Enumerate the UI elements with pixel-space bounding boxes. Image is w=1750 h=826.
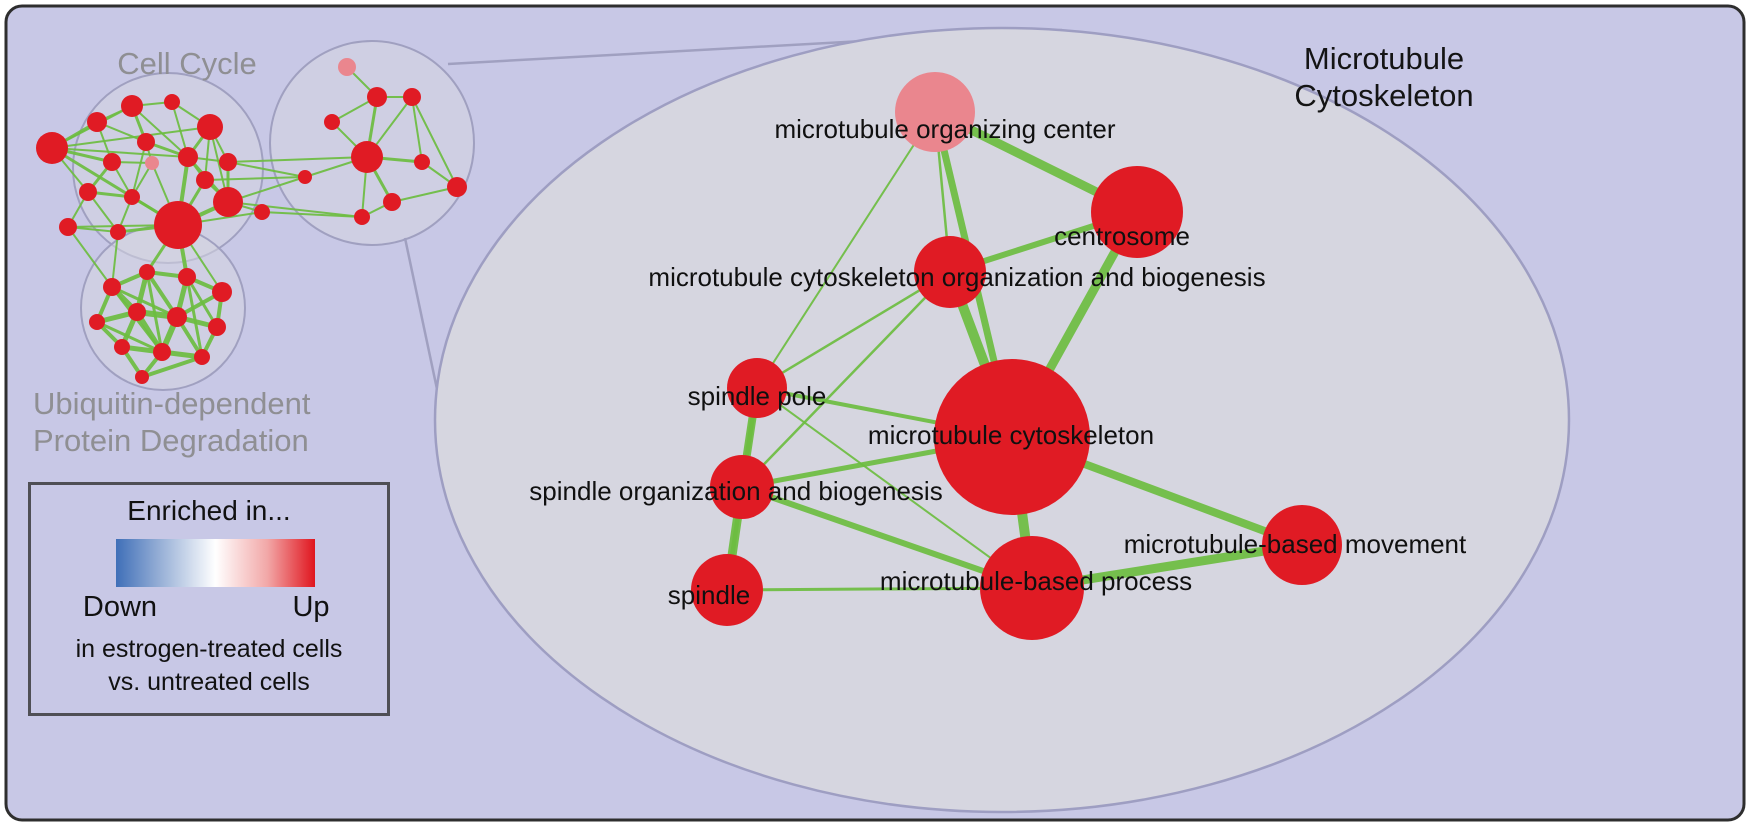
network-node (137, 133, 155, 151)
network-edge (51, 126, 211, 149)
legend-down-label: Down (82, 591, 158, 623)
network-node (219, 153, 237, 171)
network-node (153, 343, 171, 361)
zoom-network: microtubule organizing center centrosome m… (529, 72, 1467, 640)
cluster-label-microtubule: Microtubule Cytoskeleton (1294, 40, 1473, 114)
network-edge (391, 186, 458, 203)
network-node (178, 268, 196, 286)
network-node (914, 236, 986, 308)
network-node (124, 189, 140, 205)
network-node (354, 209, 370, 225)
network-node (934, 359, 1090, 515)
network-node (1091, 166, 1183, 258)
network-node (164, 94, 180, 110)
node-label: microtubule cytoskeleton (868, 420, 1154, 450)
network-edge (411, 96, 458, 188)
legend-up-label: Up (292, 591, 330, 623)
network-edge (261, 211, 363, 218)
cluster-label-ubiquitin: Ubiquitin-dependent Protein Degradation (33, 385, 311, 459)
network-edge (67, 226, 113, 288)
network-node (213, 187, 243, 217)
cluster-label-ubiquitin-line2: Protein Degradation (33, 423, 309, 458)
legend-caption-line1: in estrogen-treated cells (75, 635, 343, 663)
network-node (403, 88, 421, 106)
network-node (710, 455, 774, 519)
network-node (110, 224, 126, 240)
node-label: microtubule cytoskeleton organization an… (648, 262, 1265, 292)
network-node (103, 278, 121, 296)
network-edge (110, 285, 179, 319)
node-label: spindle pole (688, 381, 827, 411)
network-edge (140, 355, 204, 379)
node-label: centrosome (1054, 221, 1190, 251)
legend-box: Enriched in... Down Up in estrogen-treat… (28, 482, 390, 716)
network-node (128, 303, 146, 321)
network-node (212, 282, 232, 302)
network-node (103, 153, 121, 171)
network-node (895, 72, 975, 152)
node-label: spindle (668, 580, 750, 610)
overview-network (36, 58, 467, 384)
network-edge (756, 387, 1033, 589)
network-node (727, 358, 787, 418)
network-node (36, 132, 68, 164)
network-edge (111, 231, 119, 288)
network-node (197, 114, 223, 140)
network-node (59, 218, 77, 236)
network-edge (227, 156, 368, 163)
network-edge (227, 161, 306, 178)
network-node (135, 370, 149, 384)
network-node (324, 114, 340, 130)
network-node (691, 554, 763, 626)
network-edge (204, 176, 306, 181)
node-label: microtubule-based process (880, 566, 1192, 596)
cluster-label-cell-cycle: Cell Cycle (117, 46, 257, 81)
network-node (154, 201, 202, 249)
network-edge (95, 320, 164, 354)
node-label: microtubule-based movement (1124, 529, 1467, 559)
network-node (145, 156, 159, 170)
network-edge (131, 141, 147, 198)
legend-gradient (116, 539, 315, 587)
network-node (338, 58, 356, 76)
network-edge (131, 105, 189, 158)
network-node (447, 177, 467, 197)
network-node (89, 314, 105, 330)
network-node (167, 307, 187, 327)
legend-title: Enriched in... (127, 495, 291, 526)
legend-caption-line2: vs. untreated cells (108, 668, 310, 696)
network-node (196, 171, 214, 189)
network-edge (185, 275, 204, 359)
node-label: microtubule organizing center (774, 114, 1115, 144)
network-node (351, 141, 383, 173)
network-node (114, 339, 130, 355)
network-edge (51, 147, 189, 158)
network-edge (740, 270, 952, 489)
network-node (298, 170, 312, 184)
network-node (121, 95, 143, 117)
network-node (178, 147, 198, 167)
network-node (79, 183, 97, 201)
cluster-label-microtubule-line2: Cytoskeleton (1294, 78, 1474, 113)
network-edge (411, 96, 423, 163)
network-node (87, 112, 107, 132)
network-edge (756, 111, 936, 389)
network-node (208, 318, 226, 336)
network-edge (227, 201, 363, 218)
network-node (254, 204, 270, 220)
network-node (367, 87, 387, 107)
network-node (194, 349, 210, 365)
network-node (414, 154, 430, 170)
network-node (383, 193, 401, 211)
network-edge (145, 270, 164, 354)
network-edge (185, 275, 219, 329)
node-label: spindle organization and biogenesis (529, 476, 942, 506)
network-node (139, 264, 155, 280)
network-node (980, 536, 1084, 640)
cluster-label-microtubule-line1: Microtubule (1303, 41, 1465, 76)
network-edge (755, 270, 952, 390)
network-node (1262, 505, 1342, 585)
cluster-label-ubiquitin-line1: Ubiquitin-dependent (33, 386, 311, 421)
